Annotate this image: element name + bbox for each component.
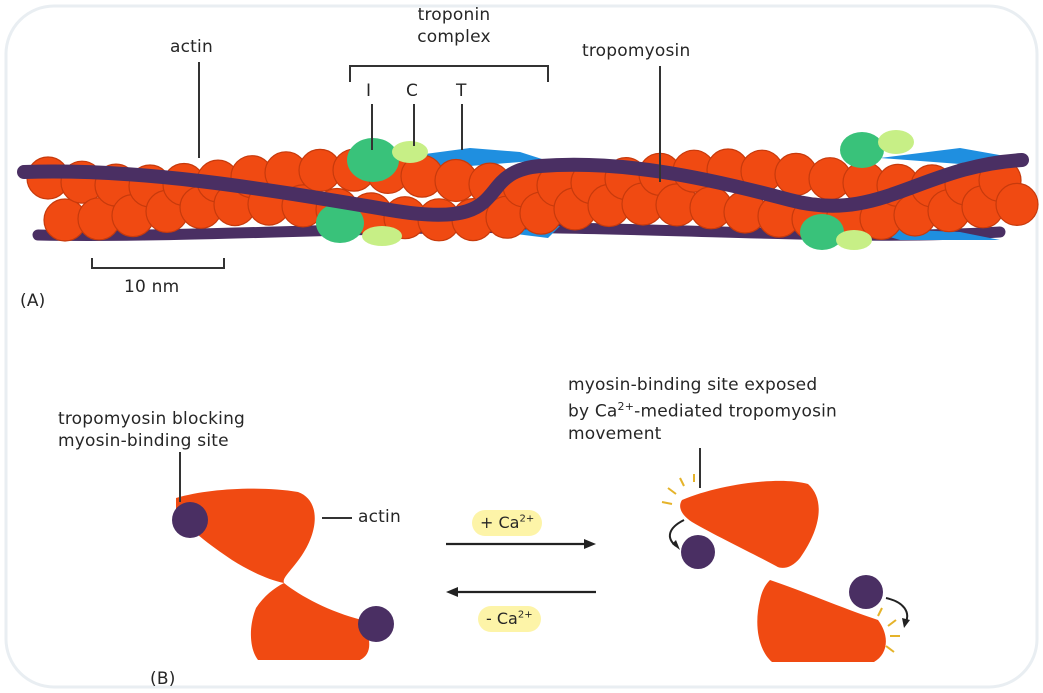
panel-b-tag: (B) bbox=[150, 668, 176, 690]
label-remove-calcium: - Ca2+ bbox=[478, 606, 541, 632]
label-exposed-line2: by Ca2+-mediated tropomyosin bbox=[568, 396, 837, 423]
label-subunit-i: I bbox=[366, 80, 371, 102]
actin-bead bbox=[996, 183, 1038, 225]
tropomyosin-cross-section-moved bbox=[681, 535, 715, 569]
label-exposed-line1: myosin-binding site exposed bbox=[568, 374, 837, 396]
tropomyosin-cross-section-blocking bbox=[172, 502, 208, 538]
troponin-c-subunit bbox=[392, 141, 428, 163]
panel-a-tag: (A) bbox=[20, 290, 46, 312]
rounded-frame bbox=[6, 6, 1037, 687]
troponin-i-subunit bbox=[800, 214, 844, 250]
tropomyosin-cross-section-moved bbox=[849, 575, 883, 609]
label-subunit-c: C bbox=[406, 80, 418, 102]
label-actin-b: actin bbox=[358, 506, 401, 528]
label-tropomyosin-blocking: tropomyosin blocking myosin-binding site bbox=[58, 408, 245, 452]
label-exposed-line3: movement bbox=[568, 423, 837, 445]
label-exposed-site: myosin-binding site exposed by Ca2+-medi… bbox=[568, 374, 837, 445]
troponin-c-subunit bbox=[362, 226, 402, 246]
label-tropomyosin: tropomyosin bbox=[582, 40, 690, 62]
tropomyosin-cross-section-blocking bbox=[358, 606, 394, 642]
label-scale-bar: 10 nm bbox=[124, 276, 179, 298]
label-actin: actin bbox=[170, 36, 213, 58]
label-troponin-complex: troponin complex bbox=[402, 4, 506, 48]
label-subunit-t: T bbox=[456, 80, 467, 102]
troponin-i-subunit bbox=[840, 132, 884, 168]
troponin-c-subunit bbox=[836, 230, 872, 250]
troponin-c-subunit bbox=[878, 130, 914, 154]
label-add-calcium: + Ca2+ bbox=[472, 510, 542, 536]
